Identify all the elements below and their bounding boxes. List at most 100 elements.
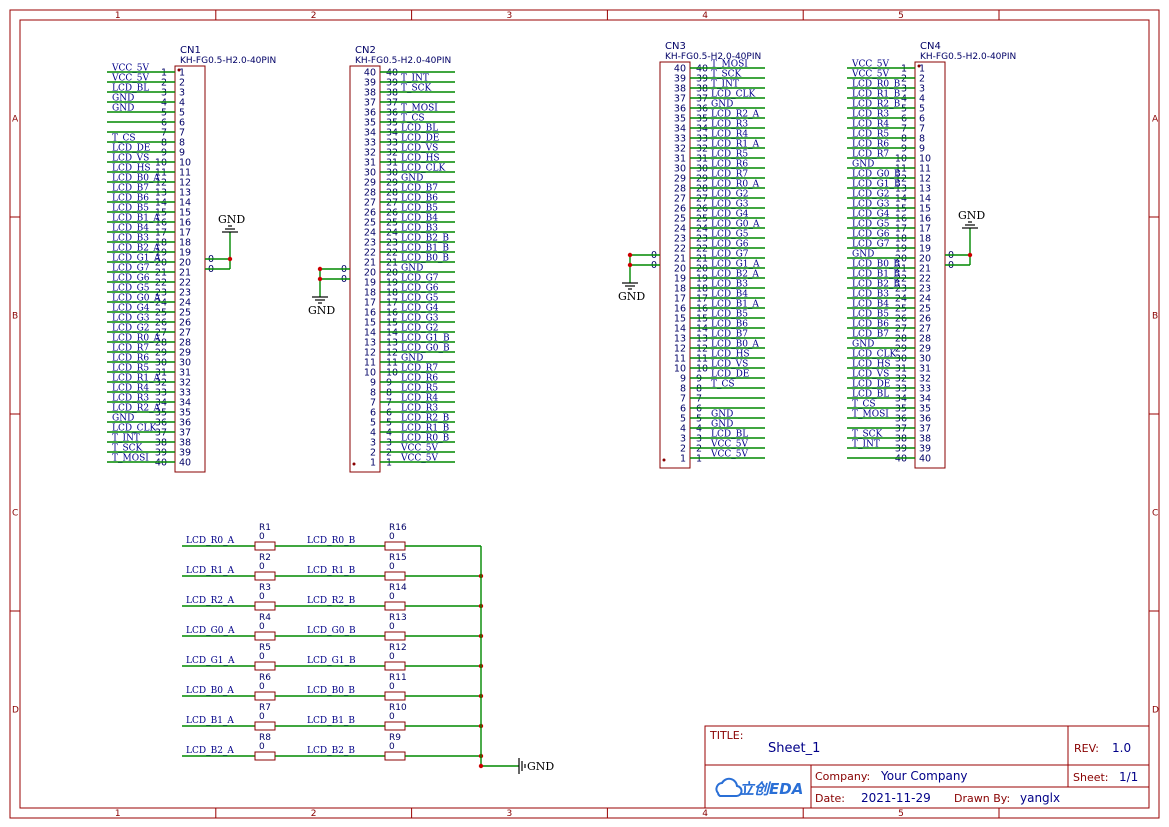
net-label: LCD_B7 [711, 330, 748, 340]
pin-number-outer: 4 [696, 424, 702, 435]
pin-number-inner: 30 [674, 164, 686, 175]
pin-number-outer: 28 [386, 188, 398, 199]
pin-number-outer: 25 [895, 304, 907, 315]
resistor-r11 [384, 691, 406, 701]
net-label: LCD_R5 [112, 364, 149, 374]
net-label: LCD_G6 [401, 284, 439, 294]
pin-number-inner: 21 [674, 254, 686, 265]
net-label: LCD_B4 [711, 290, 748, 300]
net-label: GND [112, 414, 134, 424]
pin-number-inner: 21 [364, 258, 376, 269]
pin-number-outer: 4 [161, 98, 167, 109]
pin-number-inner: 1 [680, 454, 686, 465]
net-label: LCD_B4 [852, 300, 889, 310]
pin-number-inner: 38 [179, 438, 191, 449]
net-label: LCD_B5 [112, 204, 149, 214]
junction-dot [627, 252, 633, 258]
pin-number-outer: 7 [901, 124, 907, 135]
net-label: LCD_R4 [711, 130, 748, 140]
net-label: LCD_G3 [852, 200, 890, 210]
pin-number-inner: 12 [919, 174, 931, 185]
border-row-label: B [12, 312, 18, 322]
net-label: LCD_G0_A [112, 294, 161, 304]
net-label: LCD_B7 [852, 330, 889, 340]
pin-number-outer: 35 [696, 114, 708, 125]
net-label: T_SCK [711, 70, 742, 80]
resistor-ref: R15 [389, 553, 407, 563]
pin-number-outer: 5 [696, 414, 702, 425]
resistor-r5 [254, 661, 276, 671]
pin-number-outer: 5 [386, 418, 392, 429]
net-label: LCD_G2 [852, 190, 890, 200]
resistor-ref: R13 [389, 613, 407, 623]
border-col-label: 3 [507, 11, 513, 21]
pin-number-inner: 36 [674, 104, 686, 115]
border-col-label: 5 [898, 809, 904, 819]
net-label: LCD_BL [711, 430, 748, 440]
pin-number-inner: 8 [680, 384, 686, 395]
pin-number-outer: 29 [696, 174, 708, 185]
net-label: LCD_R7 [711, 170, 748, 180]
pin-number-inner: 27 [674, 194, 686, 205]
net-label: LCD_G6 [711, 240, 749, 250]
pin-number-inner: 8 [179, 138, 185, 149]
net-label: LCD_B3 [711, 280, 748, 290]
net-label: LCD_R5 [711, 150, 748, 160]
net-label: T_MOSI [852, 410, 889, 420]
pin-number-outer: 5 [161, 108, 167, 119]
pin-number-outer: 17 [895, 224, 907, 235]
net-label: LCD_R6 [852, 140, 889, 150]
pin-number-outer: 28 [895, 334, 907, 345]
net-label: LCD_G5 [852, 220, 890, 230]
resistor-ref: R6 [259, 673, 271, 683]
pin-number-inner: 39 [674, 74, 686, 85]
resistor-value: 0 [389, 562, 395, 572]
cloud-icon [715, 777, 743, 797]
pin-number-outer: 17 [155, 228, 167, 239]
sheet-value: 1/1 [1119, 770, 1138, 784]
resistor-r3 [254, 601, 276, 611]
pin-number-outer: 8 [901, 134, 907, 145]
rev-value: 1.0 [1112, 741, 1131, 755]
net-label: GND [852, 340, 874, 350]
net-label: LCD_R6 [401, 374, 438, 384]
pin-number-inner: 3 [370, 438, 376, 449]
pin-number-inner: 3 [680, 434, 686, 445]
pin-number-inner: 4 [370, 428, 376, 439]
pin-number-inner: 20 [674, 264, 686, 275]
pin-number-outer: 22 [696, 244, 708, 255]
net-label: LCD_BL [852, 390, 889, 400]
net-label: LCD_B6 [401, 194, 438, 204]
pin-number-outer: 19 [386, 278, 398, 289]
pin-number-outer: 21 [696, 254, 708, 265]
connector-part: KH-FG0.5-H2.0-40PIN [920, 52, 1016, 62]
pin-number-inner: 15 [179, 208, 191, 219]
pin-number-inner: 3 [179, 88, 185, 99]
pin-number-outer: 15 [386, 318, 398, 329]
pin-number-outer: 21 [155, 268, 167, 279]
pin-number-outer: 8 [386, 388, 392, 399]
pin-number-inner: 22 [179, 278, 191, 289]
pin-number-outer: 12 [696, 344, 708, 355]
pin-number-inner: 28 [919, 334, 931, 345]
pin-number-inner: 22 [364, 248, 376, 259]
pin-number-outer: 23 [895, 284, 907, 295]
pin-number-inner: 39 [179, 448, 191, 459]
pin-number-outer: 16 [155, 218, 167, 229]
net-label: LCD_VS [852, 370, 889, 380]
pin-number-inner: 9 [370, 378, 376, 389]
net-label: LCD_R3 [852, 110, 889, 120]
pin-number-inner: 32 [364, 148, 376, 159]
net-label: LCD_B1_A [186, 716, 234, 726]
resistor-ref: R11 [389, 673, 407, 683]
pin-number-inner: 25 [364, 218, 376, 229]
pin-number-inner: 2 [919, 74, 925, 85]
pin-number-inner: 14 [179, 198, 191, 209]
net-label: LCD_HS [112, 164, 151, 174]
net-label: LCD_VS [112, 154, 149, 164]
net-label: VCC_5V [851, 70, 889, 80]
net-label: VCC_5V [400, 454, 438, 464]
